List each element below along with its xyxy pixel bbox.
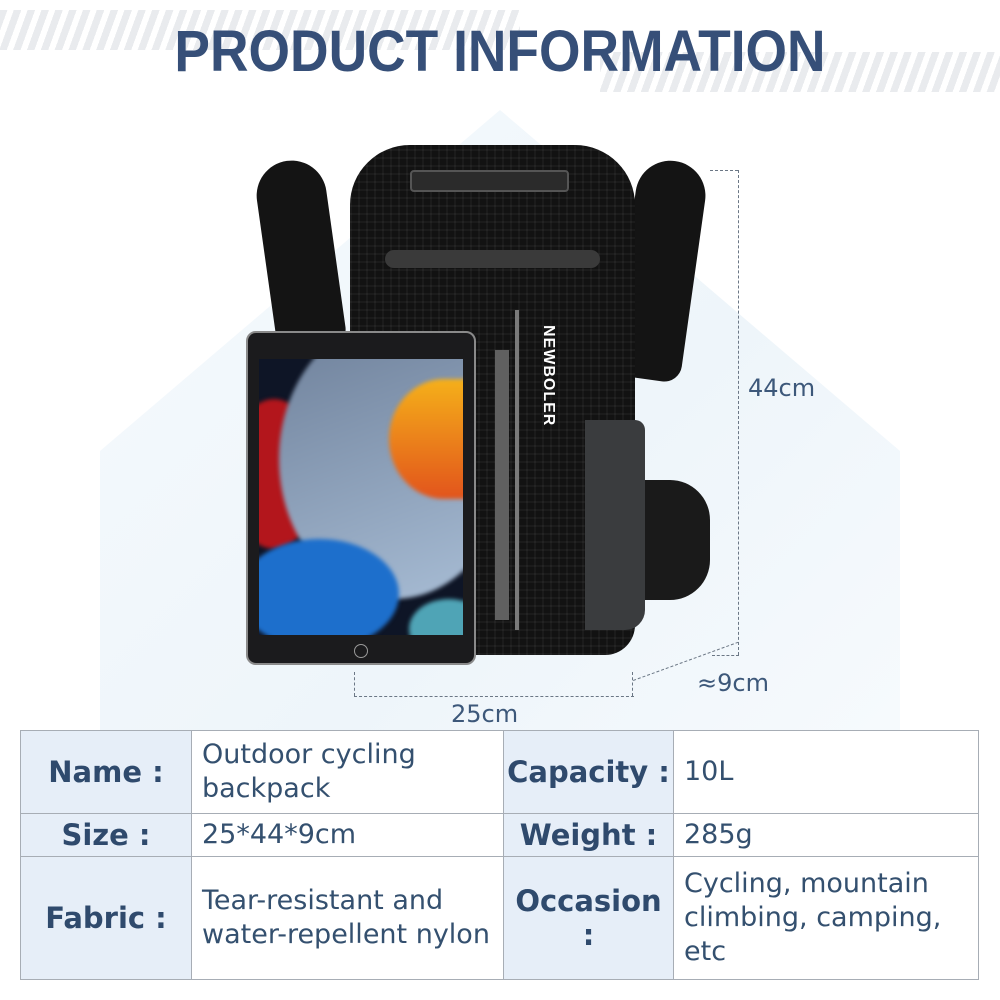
occasion-value: Cycling, mountain climbing, camping, etc (673, 856, 979, 980)
table-row: Name : Outdoor cycling backpack Capacity… (20, 730, 979, 814)
spec-table: Name : Outdoor cycling backpack Capacity… (20, 730, 979, 980)
weight-label: Weight : (503, 812, 674, 858)
table-row: Size : 25*44*9cm Weight : 285g (20, 812, 979, 858)
top-zipper (385, 250, 600, 268)
name-value: Outdoor cycling backpack (191, 730, 504, 814)
vertical-zipper (495, 350, 509, 620)
tablet-image (246, 331, 476, 665)
wallpaper-teal (409, 599, 463, 635)
capacity-value: 10L (673, 730, 979, 814)
tablet-screen (259, 359, 463, 635)
carry-handle (410, 170, 569, 192)
height-dim-bottom (712, 655, 739, 656)
fabric-label: Fabric : (20, 856, 192, 980)
name-label: Name : (20, 730, 192, 814)
home-button-icon (354, 644, 368, 658)
height-dim-line (738, 170, 739, 655)
width-dim-left (354, 672, 355, 696)
reflective-stripe (515, 310, 519, 630)
table-row: Fabric : Tear-resistant and water-repell… (20, 856, 979, 980)
fabric-value: Tear-resistant and water-repellent nylon (191, 856, 504, 980)
height-label: 44cm (748, 374, 816, 402)
left-shoulder-strap (252, 156, 348, 354)
decorative-stripes-left (0, 10, 520, 50)
width-dim-right (632, 672, 633, 696)
side-panel (585, 420, 645, 630)
depth-label: ≈9cm (697, 669, 769, 697)
size-label: Size : (20, 812, 192, 858)
page-title: PRODUCT INFORMATION (174, 19, 826, 84)
height-dim-top (710, 170, 738, 171)
capacity-label: Capacity : (503, 730, 674, 814)
wallpaper-blue (259, 539, 399, 635)
brand-label: NEWBOLER (540, 325, 557, 427)
width-label: 25cm (451, 700, 519, 728)
width-dim-line (354, 696, 634, 697)
decorative-stripes-right (600, 52, 1000, 92)
weight-value: 285g (673, 812, 979, 858)
occasion-label: Occasion : (503, 856, 674, 980)
size-value: 25*44*9cm (191, 812, 504, 858)
